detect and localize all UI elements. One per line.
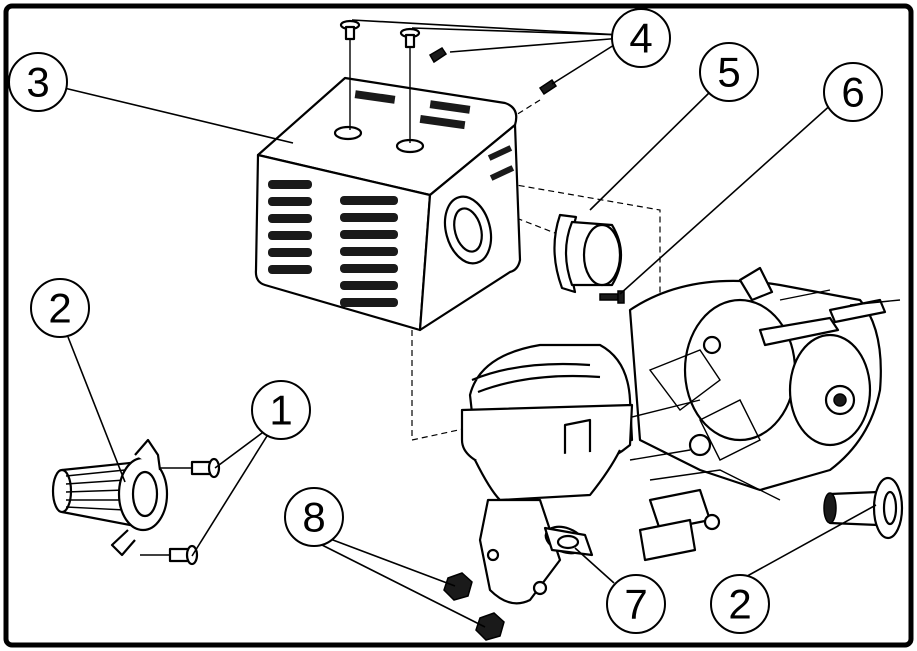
callout-1: 1 <box>251 380 311 440</box>
deflector-screws <box>140 457 221 566</box>
muffler-nuts <box>443 572 505 641</box>
callout-7: 7 <box>606 574 666 634</box>
callout-4: 4 <box>611 8 671 68</box>
callout-7-label: 7 <box>624 581 647 628</box>
louvre-column-right <box>340 196 398 307</box>
muffler-cover <box>254 76 522 332</box>
callout-8: 8 <box>284 487 344 547</box>
callout-2-right-label: 2 <box>728 581 751 628</box>
callout-1-label: 1 <box>269 387 292 434</box>
callout-3-label: 3 <box>26 59 49 106</box>
callout-2-left: 2 <box>30 278 90 338</box>
engine-block <box>619 266 901 562</box>
cover-screws <box>339 19 558 143</box>
callout-6-label: 6 <box>841 69 864 116</box>
callout-5: 5 <box>699 42 759 102</box>
callout-2-left-label: 2 <box>48 285 71 332</box>
gasket <box>543 526 594 557</box>
louvre-column-left <box>268 180 312 274</box>
callout-4-label: 4 <box>629 15 652 62</box>
spark-arrester <box>553 213 622 294</box>
arrester-screw <box>599 290 625 304</box>
exhaust-deflector-left <box>51 438 169 557</box>
callout-5-label: 5 <box>717 49 740 96</box>
callout-2-right: 2 <box>710 574 770 634</box>
callout-6: 6 <box>823 62 883 122</box>
callout-8-label: 8 <box>302 494 325 541</box>
callout-3: 3 <box>8 52 68 112</box>
exhaust-deflector-right <box>823 476 904 540</box>
muffler-body <box>460 343 634 605</box>
frame-border <box>3 3 914 648</box>
callout-leaders <box>59 19 877 628</box>
